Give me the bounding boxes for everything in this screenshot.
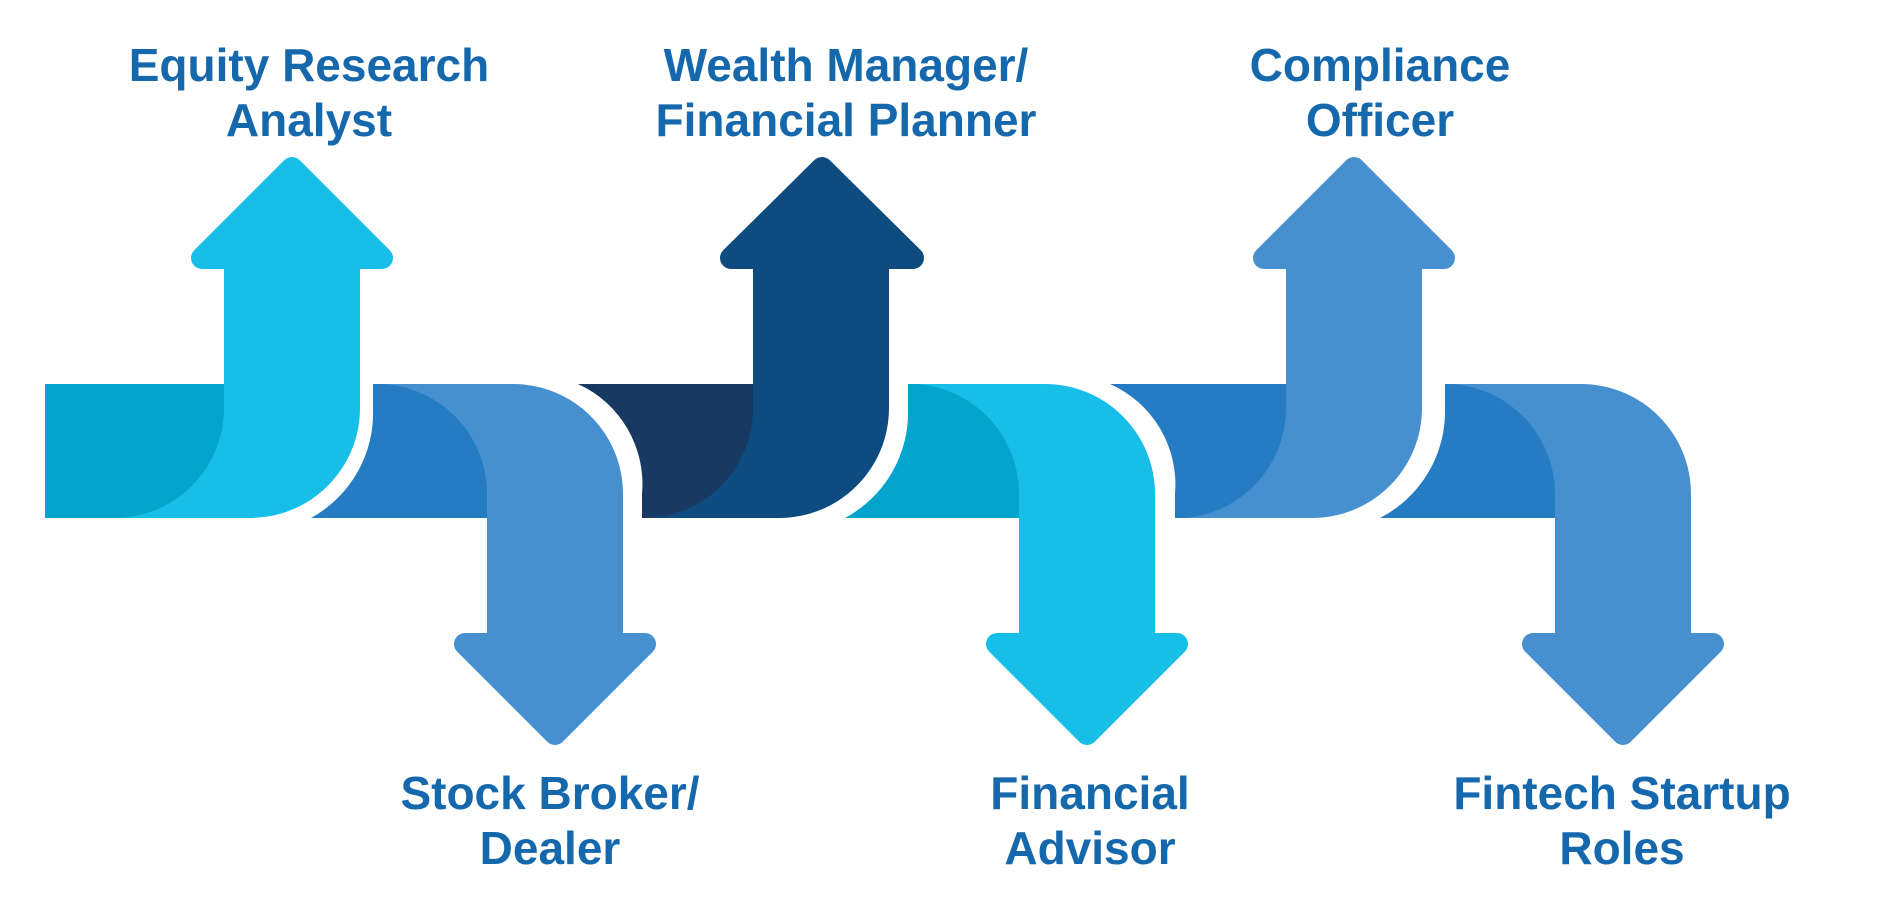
label-line: Financial Planner — [655, 94, 1037, 146]
label-equity-research-analyst: Equity Research Analyst — [99, 38, 519, 148]
label-wealth-manager: Wealth Manager/ Financial Planner — [636, 38, 1056, 148]
arrow-head-2 — [454, 633, 656, 745]
band-segment-5 — [1110, 384, 1300, 518]
label-stock-broker-dealer: Stock Broker/ Dealer — [340, 766, 760, 876]
band-segment-6 — [1380, 384, 1560, 518]
arrow-body-4 — [916, 384, 1155, 640]
arrow-head-6 — [1522, 633, 1724, 745]
band-segment-4 — [845, 384, 1030, 518]
arrow-head-1 — [191, 157, 393, 269]
label-line: Compliance — [1249, 39, 1511, 91]
arrow-down-stock-broker-dealer — [311, 384, 656, 745]
arrow-up-wealth-manager — [578, 157, 924, 518]
arrow-head-4 — [986, 633, 1188, 745]
label-line: Analyst — [225, 94, 393, 146]
label-line: Stock Broker/ — [400, 767, 700, 819]
arrow-up-equity-research-analyst — [45, 157, 393, 518]
arrow-body-3 — [652, 262, 889, 518]
arrow-body-6 — [1450, 384, 1691, 640]
label-line: Roles — [1559, 822, 1685, 874]
label-line: Officer — [1305, 94, 1455, 146]
arrow-head-5 — [1253, 157, 1455, 269]
arrow-body-5 — [1183, 262, 1422, 518]
label-compliance-officer: Compliance Officer — [1170, 38, 1590, 148]
band-segment-3 — [578, 384, 770, 518]
label-line: Advisor — [1004, 822, 1176, 874]
label-fintech-startup-roles: Fintech Startup Roles — [1412, 766, 1832, 876]
arrow-down-fintech-startup-roles — [1380, 384, 1724, 745]
arrow-head-3 — [720, 157, 924, 269]
label-line: Fintech Startup — [1453, 767, 1791, 819]
label-line: Equity Research — [128, 39, 490, 91]
label-line: Wealth Manager/ — [663, 39, 1029, 91]
label-financial-advisor: Financial Advisor — [880, 766, 1300, 876]
band-segment-2 — [311, 384, 490, 518]
arrow-body-1 — [120, 262, 360, 518]
arrow-body-2 — [382, 384, 623, 640]
label-line: Dealer — [479, 822, 621, 874]
label-line: Financial — [990, 767, 1190, 819]
arrow-up-compliance-officer — [1110, 157, 1455, 518]
arrow-down-financial-advisor — [845, 384, 1188, 745]
